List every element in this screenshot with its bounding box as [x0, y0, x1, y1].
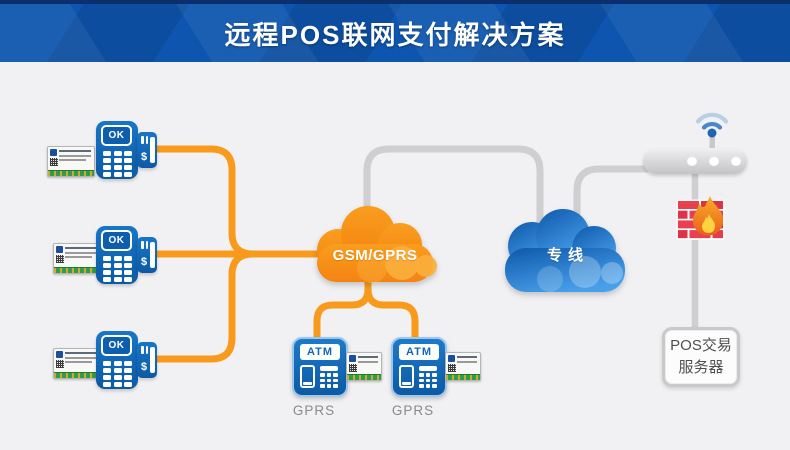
- firewall-icon: [676, 196, 725, 240]
- card-reader: $: [137, 132, 157, 168]
- gsm-cloud-label: GSM/GPRS: [332, 247, 418, 264]
- atm-keypad: [419, 373, 437, 388]
- orange-gsm-connectors: [146, 145, 419, 363]
- gsm-module-icon: [445, 352, 481, 381]
- pos-keypad: [103, 256, 132, 282]
- pos-terminal: OK: [96, 226, 138, 284]
- gsm-module-icon: [53, 348, 101, 379]
- card-reader: $: [137, 237, 157, 273]
- dollar-symbol: $: [140, 256, 148, 268]
- gsm-module-icon: [47, 146, 95, 177]
- module-qr-icon: [448, 364, 456, 372]
- pos1-connector: [146, 145, 257, 258]
- banner-top-strip: [0, 0, 790, 4]
- module-qr-icon: [50, 158, 58, 166]
- pos-terminal: OK: [96, 331, 138, 389]
- module-pcb-edge: [54, 267, 100, 273]
- module-pcb-edge: [446, 374, 480, 380]
- gsm-gprs-cloud: [317, 206, 437, 283]
- leased-line-cloud: [505, 209, 625, 292]
- pos-screen: OK: [101, 335, 132, 356]
- leased-line-cloud-label: 专线: [546, 247, 589, 264]
- gray-leased-line-connectors: [363, 145, 699, 334]
- atm-screen-icon: [399, 365, 414, 388]
- gsm-module-icon: [53, 243, 101, 274]
- wifi-icon: [695, 112, 729, 150]
- atm-terminal: ATM: [391, 337, 447, 397]
- module-logo-icon: [56, 351, 63, 358]
- router-led: [731, 156, 741, 166]
- module-pcb-edge: [54, 372, 100, 378]
- atm-label: ATM: [399, 344, 439, 360]
- router-led: [709, 156, 719, 166]
- banner-chevron-pattern: [0, 0, 790, 62]
- atm-label: ATM: [300, 344, 340, 360]
- pos-keypad: [103, 361, 132, 387]
- flame-icon: [692, 196, 724, 236]
- inserted-card: [150, 347, 155, 373]
- pos-terminal: OK: [96, 121, 138, 179]
- card-reader: $: [137, 342, 157, 378]
- module-logo-icon: [349, 355, 356, 362]
- module-logo-icon: [50, 149, 57, 156]
- module-qr-icon: [56, 360, 64, 368]
- module-qr-icon: [56, 255, 64, 263]
- atm-caption: GPRS: [391, 403, 435, 418]
- server-label-line2: 服务器: [678, 359, 724, 376]
- atm-terminal: ATM: [292, 337, 348, 397]
- atm-caption: GPRS: [292, 403, 336, 418]
- gsm-module-icon: [346, 352, 382, 381]
- atm-screen-icon: [300, 365, 315, 388]
- pos3-connector: [146, 250, 257, 363]
- dollar-symbol: $: [140, 151, 148, 163]
- cloud-to-atm2-connector: [364, 256, 419, 344]
- pos-keypad: [103, 151, 132, 177]
- atm-card-slot: [419, 366, 437, 371]
- inserted-card: [150, 137, 155, 163]
- module-qr-icon: [349, 364, 357, 372]
- dollar-symbol: $: [140, 361, 148, 373]
- module-logo-icon: [448, 355, 455, 362]
- pos-screen: OK: [101, 230, 132, 251]
- router-led: [687, 156, 697, 166]
- server-label-line1: POS交易: [670, 337, 732, 355]
- atm-card-slot: [320, 366, 338, 371]
- wireless-router: [643, 148, 747, 174]
- module-pcb-edge: [48, 170, 94, 176]
- pos-screen: OK: [101, 125, 132, 146]
- inserted-card: [150, 242, 155, 268]
- gsm-to-leasedline-connector: [363, 145, 544, 249]
- leasedline-to-router-connector: [573, 165, 651, 266]
- atm-keypad: [320, 373, 338, 388]
- pos-transaction-server: POS交易 服务器: [662, 327, 740, 387]
- module-logo-icon: [56, 246, 63, 253]
- page-title: 远程POS联网支付解决方案: [224, 19, 566, 50]
- title-banner: 远程POS联网支付解决方案: [0, 0, 790, 62]
- module-pcb-edge: [347, 374, 381, 380]
